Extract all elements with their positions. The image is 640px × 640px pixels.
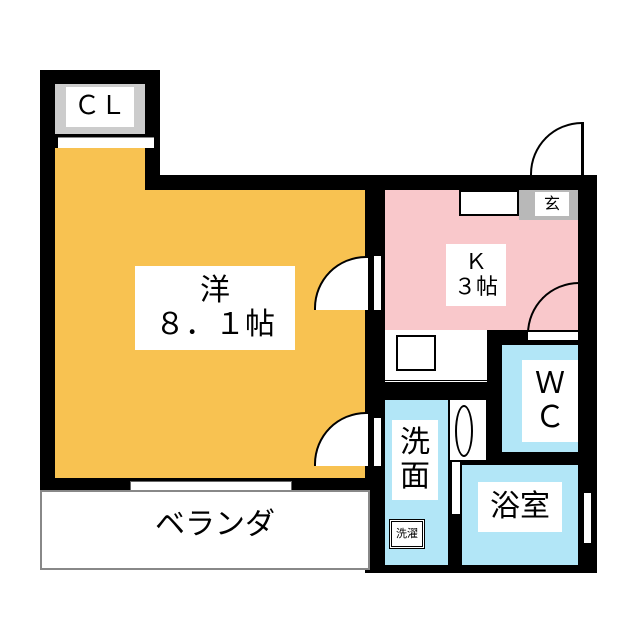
entrance-door-swing[interactable] bbox=[530, 122, 584, 176]
bathroom-label: 浴室 bbox=[478, 482, 562, 532]
western-room-label: 洋 ８．１帖 bbox=[135, 266, 295, 350]
closet-label: ＣＬ bbox=[66, 87, 134, 127]
closet-door[interactable] bbox=[58, 137, 154, 148]
kitchen-name: Ｋ bbox=[464, 249, 487, 275]
toilet-label: Ｗ Ｃ bbox=[522, 360, 578, 442]
veranda bbox=[40, 490, 370, 570]
entrance-label: 玄 bbox=[535, 192, 569, 216]
kitchen-label: Ｋ ３帖 bbox=[446, 244, 506, 306]
western-room-size: ８．１帖 bbox=[155, 307, 275, 342]
washroom-label: 洗 面 bbox=[392, 420, 438, 500]
toilet-label-line1: Ｗ bbox=[535, 365, 565, 401]
window-kitchen-west bbox=[374, 256, 381, 310]
veranda-label: ベランダ bbox=[155, 506, 275, 542]
basin-bowl bbox=[455, 405, 473, 457]
kitchen-size: ３帖 bbox=[453, 275, 498, 300]
kitchen-counter bbox=[385, 330, 487, 383]
toilet-label-line2: Ｃ bbox=[535, 400, 565, 435]
entrance-door[interactable] bbox=[581, 122, 584, 176]
bathroom-door[interactable] bbox=[452, 462, 460, 514]
western-room-name: 洋 bbox=[200, 272, 230, 308]
shoe-box bbox=[459, 190, 519, 216]
laundry-space: 洗濯 bbox=[389, 519, 425, 549]
toilet-door[interactable] bbox=[528, 332, 578, 340]
window-washroom-west bbox=[374, 418, 381, 466]
washroom-label-line1: 洗 bbox=[400, 424, 430, 460]
washroom-label-line2: 面 bbox=[400, 459, 430, 494]
window-bathroom bbox=[584, 493, 591, 543]
sink bbox=[396, 335, 436, 371]
